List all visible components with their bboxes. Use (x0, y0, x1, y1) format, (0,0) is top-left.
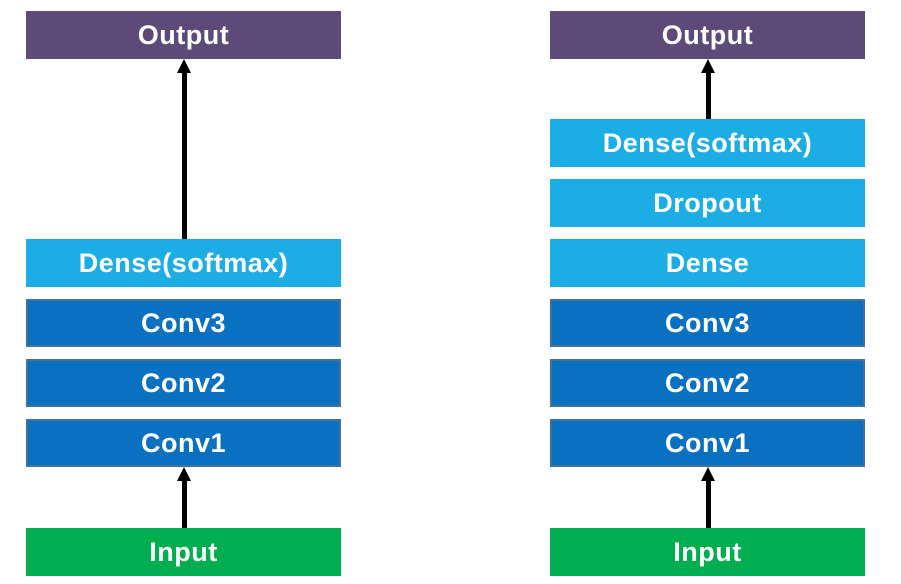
arrow-shaft (181, 478, 187, 528)
layer-box-dropout: Dropout (550, 179, 865, 227)
layer-box-output: Output (26, 11, 341, 59)
arrowhead-icon (177, 59, 191, 73)
layer-box-conv1: Conv1 (550, 419, 865, 467)
arrow-shaft (181, 70, 187, 239)
up-arrow-input-to-conv1 (176, 467, 192, 528)
layer-box-input: Input (550, 528, 865, 576)
arrowhead-icon (701, 59, 715, 73)
layer-box-conv2: Conv2 (550, 359, 865, 407)
arrowhead-icon (177, 467, 191, 481)
up-arrow-dense-to-output (700, 59, 716, 119)
layer-box-conv1: Conv1 (26, 419, 341, 467)
arrow-shaft (705, 70, 711, 119)
up-arrow-input-to-conv1 (700, 467, 716, 528)
layer-box-conv2: Conv2 (26, 359, 341, 407)
up-arrow-dense-to-output (176, 59, 192, 239)
layer-box-dense-softmax: Dense(softmax) (550, 119, 865, 167)
arrow-shaft (705, 478, 711, 528)
layer-box-input: Input (26, 528, 341, 576)
layer-box-conv3: Conv3 (550, 299, 865, 347)
layer-box-output: Output (550, 11, 865, 59)
layer-box-conv3: Conv3 (26, 299, 341, 347)
arrowhead-icon (701, 467, 715, 481)
layer-box-dense: Dense (550, 239, 865, 287)
layer-box-dense-softmax: Dense(softmax) (26, 239, 341, 287)
